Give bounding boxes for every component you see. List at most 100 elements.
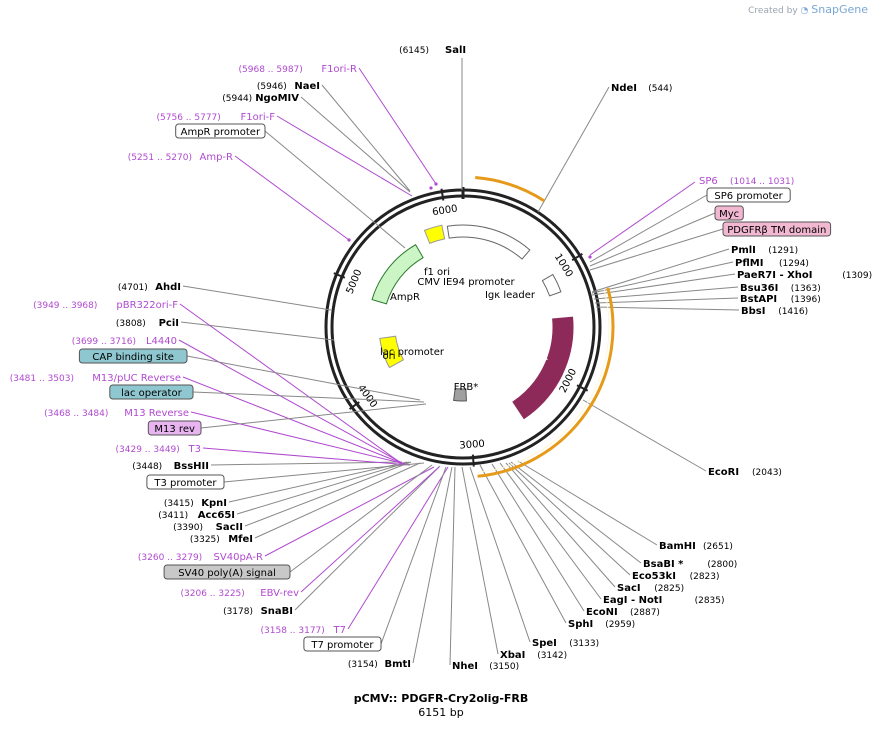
site-position: (3429 .. 3449) xyxy=(116,445,180,455)
orf-arc-right xyxy=(477,287,615,478)
site-name: PmlI xyxy=(731,245,756,256)
leader-line xyxy=(582,399,707,472)
site-name: SacII xyxy=(216,522,243,533)
site-name: M13/pUC Reverse xyxy=(92,373,181,384)
inner-feature-label: Igκ leader xyxy=(485,290,536,301)
leader-line xyxy=(517,460,658,546)
restriction-site-left: BmtI(3154) xyxy=(348,659,411,670)
inner-feature-label: ori xyxy=(382,351,395,362)
orf-arc-top xyxy=(475,176,546,203)
restriction-site-right: BbsI(1416) xyxy=(741,306,808,317)
site-position: (5756 .. 5777) xyxy=(157,113,221,123)
snapgene-credit: Created by ◔ SnapGene xyxy=(748,3,868,16)
site-name: BamHI xyxy=(659,541,696,552)
restriction-site-left: BssHII(3448) xyxy=(132,461,209,472)
site-name: PflMI xyxy=(735,258,763,269)
tick-mark xyxy=(333,272,346,279)
site-position: (6145) xyxy=(399,46,429,56)
inner-feature-label: AmpR xyxy=(390,292,420,303)
site-name: pBR322ori-F xyxy=(116,300,178,311)
primer-marker xyxy=(588,255,592,259)
leader-line xyxy=(505,462,616,588)
credit-brand: SnapGene xyxy=(811,3,868,16)
feature-box-label: Myc xyxy=(719,209,739,220)
leader-line xyxy=(264,130,406,249)
leader-line xyxy=(537,86,610,213)
site-name: EBV-rev xyxy=(260,588,299,599)
cmv-promoter-arrow xyxy=(446,224,531,260)
inner-feature-label: f1 ori xyxy=(424,267,450,278)
snapgene-logo-icon: ◔ xyxy=(800,6,809,16)
leader-line xyxy=(593,286,739,300)
primer-left: F1ori-R (5968 .. 5987) xyxy=(239,64,358,75)
site-name: L4440 xyxy=(146,336,177,347)
ampr-arrow xyxy=(371,243,424,305)
site-position: (3178) xyxy=(223,607,253,617)
site-position: (3468 .. 3484) xyxy=(44,409,108,419)
site-name: Bsu36I xyxy=(740,283,778,294)
site-position: (5946) xyxy=(257,82,287,92)
site-position: (1014 .. 1031) xyxy=(730,177,794,187)
site-name: SphI xyxy=(568,619,593,630)
credit-prefix: Created by xyxy=(748,6,798,16)
site-position: (3415) xyxy=(164,499,194,509)
ori-arrow xyxy=(379,335,405,369)
leader-line xyxy=(591,248,730,293)
leader-line xyxy=(510,461,642,564)
site-name: F1ori-F xyxy=(241,112,276,123)
primer-marker xyxy=(429,186,433,190)
feature-box xyxy=(163,564,291,580)
primer-left: T7(3158 .. 3177) xyxy=(261,625,346,636)
tick-label: 6000 xyxy=(432,204,459,219)
site-position: (3150) xyxy=(489,662,519,672)
feature-box-label: SP6 promoter xyxy=(714,191,783,202)
tick-mark xyxy=(440,188,445,201)
feature-box xyxy=(706,187,791,203)
site-name: XbaI xyxy=(500,650,525,661)
site-name: EcoNI xyxy=(586,607,618,618)
site-name: MfeI xyxy=(228,534,253,545)
leader-line xyxy=(499,462,602,600)
site-name: SP6 xyxy=(699,176,718,187)
restriction-site-right: PmlI(1291) xyxy=(731,245,798,256)
restriction-site-right: NheI(3150) xyxy=(452,661,519,672)
site-name: PaeR7I - XhoI xyxy=(737,270,813,281)
site-name: Acc65I xyxy=(198,510,235,521)
tick-label: 1000 xyxy=(552,252,575,279)
tick-label: 5000 xyxy=(345,268,365,296)
primer-left: Amp-R(5251 .. 5270) xyxy=(128,152,233,163)
leader-line xyxy=(180,321,335,341)
site-name: F1ori-R xyxy=(321,64,357,75)
site-position: (2823) xyxy=(690,572,720,582)
restriction-site-right: XbaI(3142) xyxy=(500,650,567,661)
feature-box xyxy=(146,474,225,490)
feature-box-label: M13 rev xyxy=(154,424,195,435)
site-name: Eco53kI xyxy=(632,571,676,582)
site-name: SalI xyxy=(445,45,466,56)
site-name: T7 xyxy=(333,625,346,636)
feature-box-label: T3 promoter xyxy=(153,478,217,489)
feature-box-label: lac operator xyxy=(121,388,182,399)
feature-box-label: AmpR promoter xyxy=(181,127,261,138)
leader-line xyxy=(594,297,739,304)
leader-line xyxy=(358,67,437,185)
site-position: (1396) xyxy=(791,295,821,305)
orf-arc-right-inner xyxy=(477,288,610,473)
leader-line xyxy=(347,466,449,630)
feature-box xyxy=(78,348,188,364)
feature-box xyxy=(147,420,202,436)
site-name: BstAPI xyxy=(740,294,777,305)
leader-line xyxy=(236,461,410,515)
site-name: SnaBI xyxy=(261,606,293,617)
leader-line xyxy=(254,462,421,539)
site-name: NaeI xyxy=(294,81,320,92)
site-position: (3260 .. 3279) xyxy=(138,553,202,563)
site-position: (5968 .. 5987) xyxy=(239,65,303,75)
primer-left: pBR322ori-F(3949 .. 3968) xyxy=(33,300,178,311)
leader-line xyxy=(178,339,403,464)
site-name: M13 Reverse xyxy=(124,408,189,419)
restriction-site-right: SpeI(3133) xyxy=(532,638,599,649)
primer-left: M13/pUC Reverse(3481 .. 3503) xyxy=(10,373,181,384)
restriction-site-right: EcoRI(2043) xyxy=(708,467,782,478)
